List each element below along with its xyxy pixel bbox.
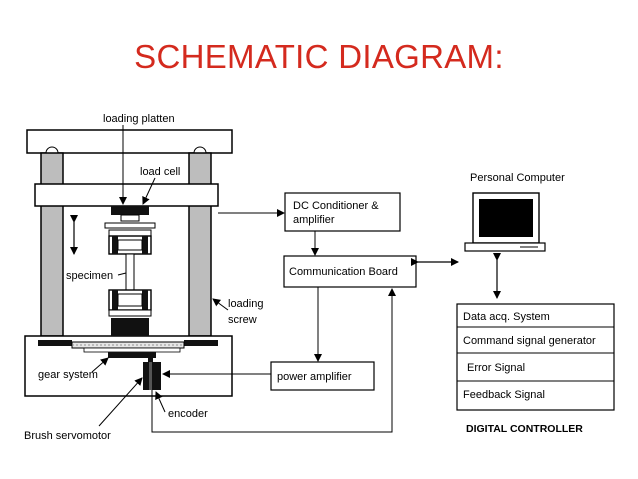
digital-controller-box: Data acq. System Command signal generato… [456, 303, 615, 411]
specimen-label: specimen [66, 270, 113, 282]
motor-shaft [148, 352, 153, 362]
personal-computer-icon [464, 192, 546, 252]
communication-board-text: Communication Board [289, 266, 398, 278]
load-cell-label: load cell [140, 166, 180, 178]
controller-row-command-signal: Command signal generator [463, 335, 596, 347]
dc-conditioner-box: DC Conditioner & amplifier [284, 192, 401, 232]
controller-row-feedback-signal: Feedback Signal [463, 389, 545, 401]
personal-computer-label: Personal Computer [470, 172, 565, 184]
communication-board-box: Communication Board [283, 255, 417, 288]
load-cell [111, 206, 149, 215]
loading-platten-label: loading platten [103, 113, 175, 125]
power-amplifier-text: power amplifier [277, 371, 352, 383]
right-column [188, 152, 212, 337]
dc-conditioner-text-2: amplifier [293, 214, 335, 226]
dc-conditioner-text-1: DC Conditioner & [293, 200, 379, 212]
loading-label: loading [228, 298, 263, 310]
digital-controller-label: DIGITAL CONTROLLER [466, 423, 583, 435]
controller-row-data-acq: Data acq. System [463, 311, 550, 323]
controller-row-error-signal: Error Signal [467, 362, 525, 374]
screw-label: screw [228, 314, 257, 326]
moving-crosshead [34, 183, 219, 207]
power-amplifier-box: power amplifier [270, 361, 375, 391]
left-column [40, 152, 64, 337]
slide-title: SCHEMATIC DIAGRAM: [134, 38, 504, 75]
specimen-rod [125, 253, 135, 291]
testing-machine-frame [24, 129, 233, 397]
servomotor-assembly [143, 352, 161, 390]
specimen-assembly [104, 206, 156, 336]
encoder-label: encoder [168, 408, 208, 420]
brush-servomotor-label: Brush servomotor [24, 430, 111, 442]
gear-system-label: gear system [38, 369, 98, 381]
top-crosshead [26, 129, 233, 154]
